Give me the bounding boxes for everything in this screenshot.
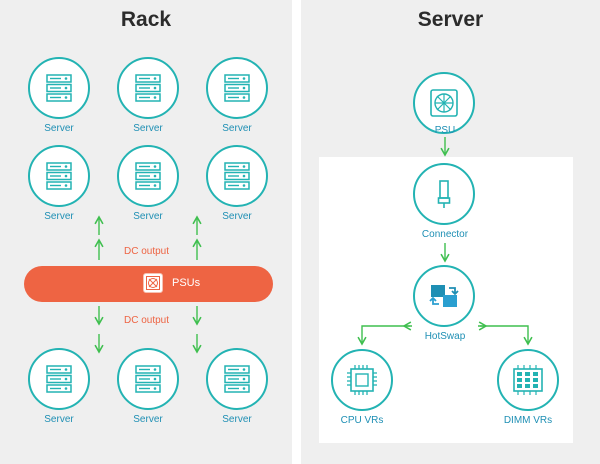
- server-stack-icon: [135, 365, 161, 393]
- psus-bar: PSUs: [24, 266, 273, 302]
- connector-icon: [437, 180, 451, 208]
- psu-fan-icon: [430, 89, 458, 117]
- rack-server-label-4: Server: [44, 211, 74, 222]
- server-stack-icon: [224, 365, 250, 393]
- cpu-vrs-label: CPU VRs: [340, 415, 384, 426]
- dimm-icon: [513, 365, 543, 395]
- rack-server-label-9: Server: [222, 414, 252, 425]
- rack-server-node-3: [206, 57, 268, 119]
- psu-circle: [413, 72, 475, 134]
- rack-server-node-8: [117, 348, 179, 410]
- server-stack-icon: [224, 74, 250, 102]
- dc-output-top-label: DC output: [124, 246, 170, 257]
- psu-fan-icon: [143, 273, 163, 293]
- hotswap-to-cpu-arrow: [357, 325, 412, 346]
- psus-label: PSUs: [172, 277, 201, 289]
- psu-label: PSU: [434, 125, 456, 136]
- rack-server-label-6: Server: [222, 211, 252, 222]
- rack-server-label-7: Server: [44, 414, 74, 425]
- server-stack-icon: [135, 162, 161, 190]
- rack-server-label-1: Server: [44, 123, 74, 134]
- server-title: Server: [417, 8, 484, 31]
- server-stack-icon: [224, 162, 250, 190]
- rack-title: Rack: [120, 8, 172, 31]
- server-stack-icon: [46, 74, 72, 102]
- hotswap-circle: [413, 265, 475, 327]
- server-stack-icon: [46, 365, 72, 393]
- connector-label: Connector: [421, 229, 469, 240]
- hotswap-label: HotSwap: [424, 331, 466, 342]
- rack-server-node-2: [117, 57, 179, 119]
- rack-server-label-8: Server: [133, 414, 163, 425]
- hotswap-icon: [429, 285, 459, 307]
- cpu-chip-icon: [347, 365, 377, 395]
- psu-node: [0, 0, 475, 134]
- dc-output-bottom-label: DC output: [124, 315, 170, 326]
- rack-server-node-4: [28, 145, 90, 207]
- rack-server-node-6: [206, 145, 268, 207]
- hotswap-to-dimm-arrow: [478, 325, 533, 346]
- rack-server-node-9: [206, 348, 268, 410]
- rack-server-label-3: Server: [222, 123, 252, 134]
- rack-server-label-5: Server: [133, 211, 163, 222]
- rack-server-node-5: [117, 145, 179, 207]
- rack-server-label-2: Server: [133, 123, 163, 134]
- rack-server-node-7: [28, 348, 90, 410]
- server-stack-icon: [46, 162, 72, 190]
- connector-circle: [413, 163, 475, 225]
- server-stack-icon: [135, 74, 161, 102]
- dimm-vrs-circle: [497, 349, 559, 411]
- dimm-vrs-label: DIMM VRs: [503, 415, 553, 426]
- cpu-vrs-circle: [331, 349, 393, 411]
- rack-server-node-1: [28, 57, 90, 119]
